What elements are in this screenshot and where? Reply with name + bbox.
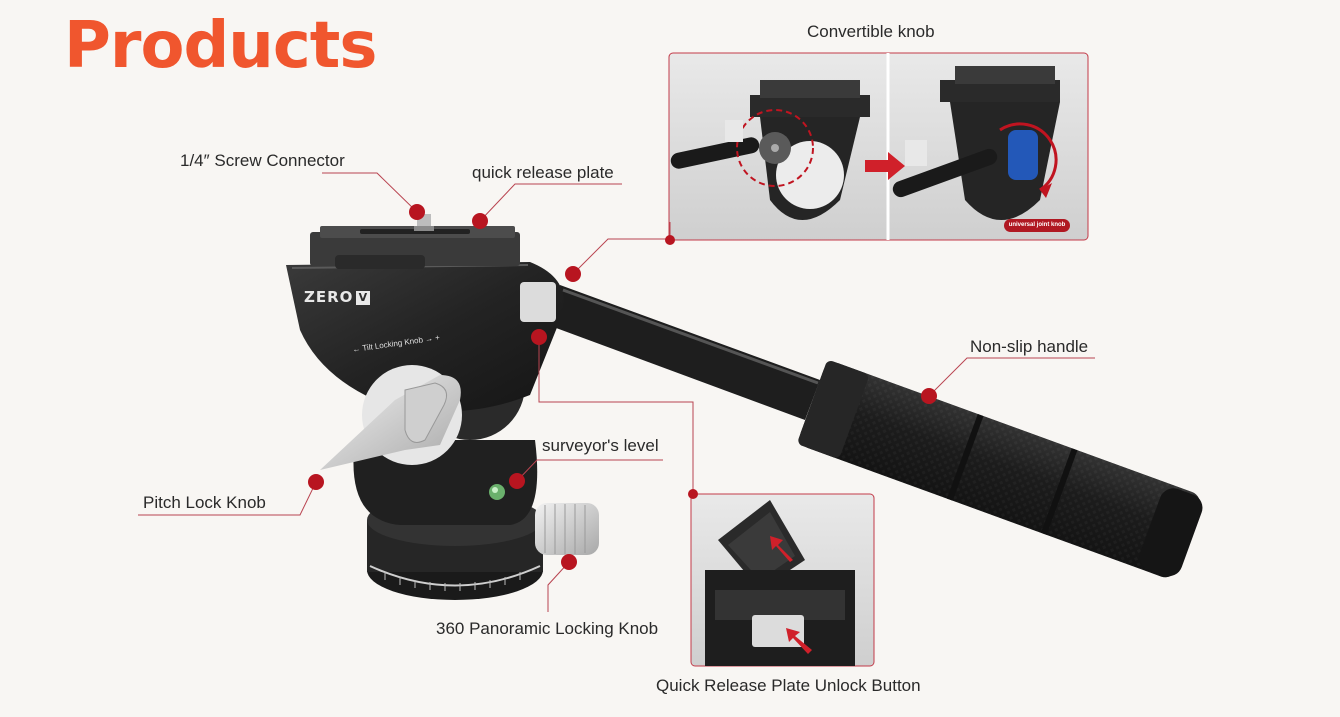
dot-panoramic-knob	[561, 554, 577, 570]
label-pitch-lock-knob: Pitch Lock Knob	[143, 493, 266, 512]
dot-non-slip-handle	[921, 388, 937, 404]
label-panoramic-locking-knob: 360 Panoramic Locking Knob	[436, 619, 659, 638]
dot-convertible-knob-handle	[565, 266, 581, 282]
convertible-knob-inset	[668, 52, 1089, 241]
dot-screw-connector	[409, 204, 425, 220]
universal-joint-tag: universal joint knob	[1004, 219, 1070, 232]
label-non-slip-handle: Non-slip handle	[970, 337, 1089, 356]
dot-quick-release-plate	[472, 213, 488, 229]
page-title: Products	[64, 9, 377, 83]
label-quick-release-plate: quick release plate	[472, 163, 614, 182]
dot-convertible-knob-inset	[665, 235, 675, 245]
label-unlock-button: Quick Release Plate Unlock Button	[656, 676, 921, 695]
dot-surveyors-level	[509, 473, 525, 489]
label-surveyors-level: surveyor's level	[542, 436, 659, 455]
dot-unlock-button	[531, 329, 547, 345]
callout-dots	[308, 204, 937, 570]
label-screw-connector: 1/4″ Screw Connector	[180, 151, 345, 170]
dot-unlock-inset	[688, 489, 698, 499]
dot-pitch-lock-knob	[308, 474, 324, 490]
unlock-button-inset	[690, 493, 875, 667]
handle	[548, 285, 1203, 578]
label-convertible-knob: Convertible knob	[807, 22, 935, 41]
callout-lines	[138, 172, 1095, 612]
head-body	[286, 214, 564, 525]
